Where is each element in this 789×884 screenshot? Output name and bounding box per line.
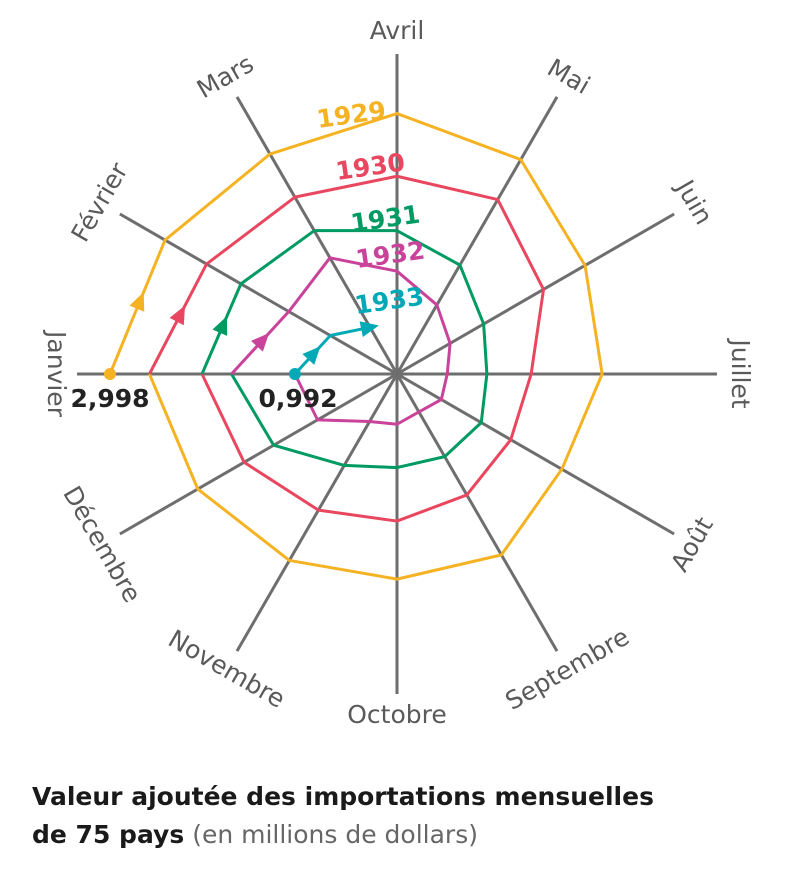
arrow-marker-1929 [129,292,145,312]
axis-8 [395,373,559,652]
month-label: Avril [370,16,425,45]
year-label-1929: 1929 [315,96,388,134]
axis-5 [396,212,675,376]
month-label: Janvier [42,329,71,418]
month-label: Février [65,157,134,247]
chart-caption: Valeur ajoutée des importations mensuell… [32,778,654,854]
start-dot-1929 [103,368,116,380]
year-label-1933: 1933 [353,282,426,320]
month-label: Mai [543,53,595,100]
start-dot-1933 [288,368,301,380]
month-label: Octobre [347,700,447,729]
series-line-1933 [293,325,371,376]
series-line-1931 [200,229,489,470]
axis-4 [395,96,559,375]
month-label: Mars [192,49,259,104]
arrow-marker-1931 [212,316,228,336]
arrow-marker-1932 [251,333,270,352]
series-line-1929 [108,112,604,581]
arrow-marker-1933 [302,346,321,365]
series-line-1930 [148,174,546,523]
month-label: Décembre [57,481,147,607]
caption-title-line2: de 75 pays [32,820,185,849]
spiral-chart: Janvier Février Mars AvrilMaiJuinJuilletAoû… [42,16,755,729]
arrow-marker-1930 [169,305,186,326]
caption-title-line1: Valeur ajoutée des importations mensuell… [32,782,654,811]
year-label-1931: 1931 [349,200,422,238]
arrow-end-1933 [359,321,379,337]
month-label: Novembre [163,624,290,714]
axis-11 [119,372,398,536]
axis-7 [396,372,675,536]
value-label-jan-1933: 0,992 [258,384,337,413]
month-label: Août [665,512,719,577]
month-label: Juillet [726,337,755,408]
series-line-1932 [230,256,452,426]
year-label-1932: 1932 [354,236,427,274]
month-label: Juin [669,173,718,229]
month-label: Septembre [500,622,634,716]
caption-unit: (en millions de dollars) [192,820,478,849]
value-label-jan-1929: 2,998 [70,384,149,413]
